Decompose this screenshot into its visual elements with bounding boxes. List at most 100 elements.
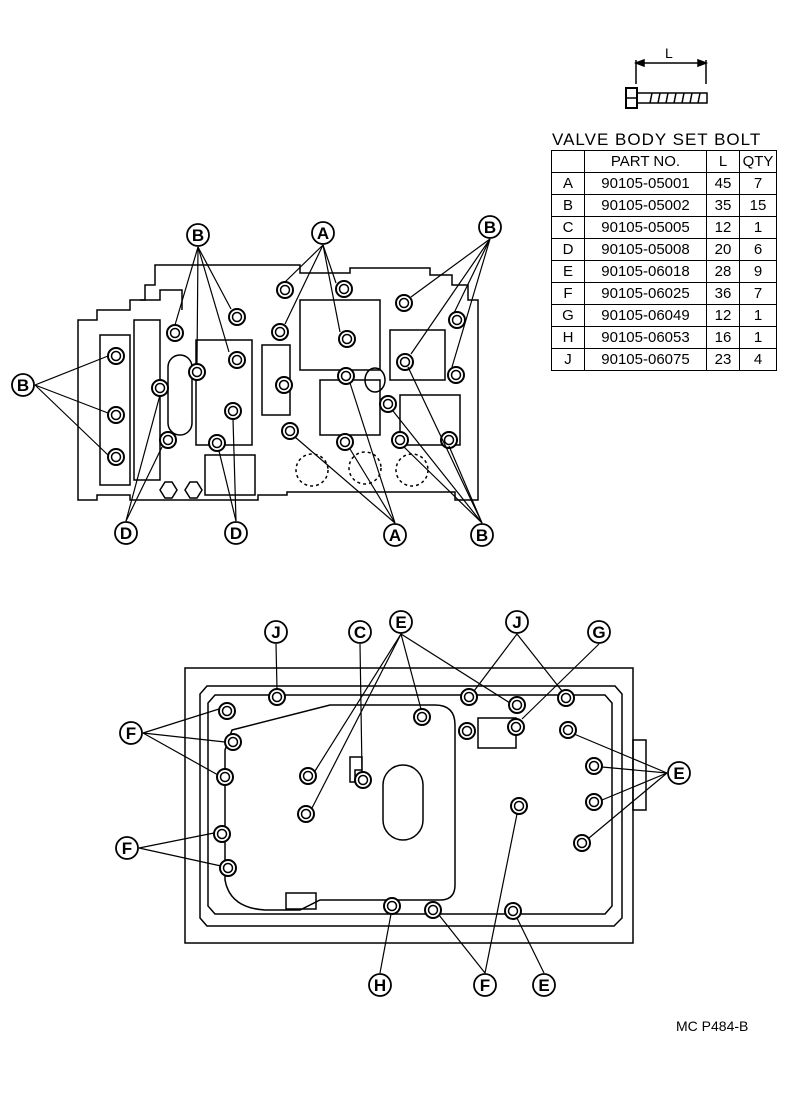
bolt-hole-inner (394, 434, 406, 446)
cell-key: J (551, 348, 585, 371)
callout-letter: F (122, 839, 132, 858)
leader-line (275, 643, 278, 690)
bolt-hole (228, 308, 246, 326)
bolt-hole-inner (191, 366, 203, 378)
leader-line (218, 450, 237, 522)
callout-bubble: F (119, 721, 143, 745)
bolt-holes (107, 280, 603, 920)
leader-line (314, 633, 402, 772)
bolt-hole (338, 330, 356, 348)
bolt-hole (508, 696, 526, 714)
bolt-hole (107, 406, 125, 424)
cell-part-no: 90105-06049 (584, 304, 707, 327)
bolt-hole (297, 805, 315, 823)
leader-line (403, 446, 483, 524)
bolt-hole (228, 351, 246, 369)
callout-bubble: E (389, 610, 413, 634)
leader-line (125, 446, 163, 522)
callout-bubble: F (115, 836, 139, 860)
bolt-hole-inner (507, 905, 519, 917)
callout-bubble: J (264, 620, 288, 644)
callout-circle (470, 523, 494, 547)
cell-qty: 1 (739, 326, 777, 349)
bolt-hole-inner (221, 705, 233, 717)
leader-line (392, 410, 483, 524)
header-part-no: PART NO. (584, 150, 707, 173)
leader-line (601, 766, 668, 774)
leader-line (400, 633, 422, 710)
callout-circle (389, 610, 413, 634)
cell-length: 23 (706, 348, 740, 371)
leader-line (322, 244, 341, 333)
leader-line (407, 366, 483, 524)
leader-line (453, 238, 491, 314)
callout-circle (587, 620, 611, 644)
leader-line (284, 244, 324, 325)
callout-circle (368, 973, 392, 997)
leader-line (451, 238, 491, 368)
cell-length: 12 (706, 216, 740, 239)
bolt-hole (218, 702, 236, 720)
cell-key: E (551, 260, 585, 283)
bolt-hole-inner (222, 862, 234, 874)
callout-letter: D (120, 524, 132, 543)
leader-line (573, 733, 668, 774)
callout-circle (383, 523, 407, 547)
callout-letter: B (192, 226, 204, 245)
bolt-hole-inner (211, 437, 223, 449)
bolt-hole-inner (284, 425, 296, 437)
callout-bubble: C (348, 620, 372, 644)
callout-circle (11, 373, 35, 397)
header-key (551, 150, 585, 173)
callout-letter: D (230, 524, 242, 543)
cell-qty: 7 (739, 282, 777, 305)
bolt-hole-inner (511, 699, 523, 711)
leader-line (232, 418, 237, 522)
callout-circle (114, 521, 138, 545)
cell-key: F (551, 282, 585, 305)
bolt-hole-inner (219, 771, 231, 783)
bolt-hole (424, 901, 442, 919)
bolt-hole-inner (338, 283, 350, 295)
bolt-hole-inner (302, 770, 314, 782)
bolt-hole-inner (416, 711, 428, 723)
bolt-hole (213, 825, 231, 843)
leader-line (516, 633, 563, 692)
bolt-hole (337, 367, 355, 385)
table-title: VALVE BODY SET BOLT (552, 130, 762, 149)
callout-letter: A (389, 526, 401, 545)
callout-letter: H (374, 976, 386, 995)
callout-circle (473, 973, 497, 997)
bolt-hole (151, 379, 169, 397)
leader-line (197, 246, 230, 353)
cell-length: 20 (706, 238, 740, 261)
callout-letter: B (17, 376, 29, 395)
bolt-hole-inner (560, 692, 572, 704)
callout-letter: C (354, 623, 366, 642)
bolt-hole (335, 280, 353, 298)
callout-letter: F (480, 976, 490, 995)
bolt-hole (510, 797, 528, 815)
cell-qty: 7 (739, 172, 777, 195)
bolt-hole-inner (399, 356, 411, 368)
callout-circle (311, 221, 335, 245)
callout-circle (186, 223, 210, 247)
cell-key: H (551, 326, 585, 349)
callout-bubble: B (470, 523, 494, 547)
callout-bubble: A (383, 523, 407, 547)
callout-letter: J (271, 623, 280, 642)
bolt-hole-inner (300, 808, 312, 820)
leader-line (349, 382, 396, 524)
bolt-hole-inner (451, 314, 463, 326)
callout-letter: J (512, 613, 521, 632)
bolt-hole-inner (513, 800, 525, 812)
bolt-hole-inner (227, 405, 239, 417)
bolt-hole-inner (154, 382, 166, 394)
bolt-hole (224, 402, 242, 420)
